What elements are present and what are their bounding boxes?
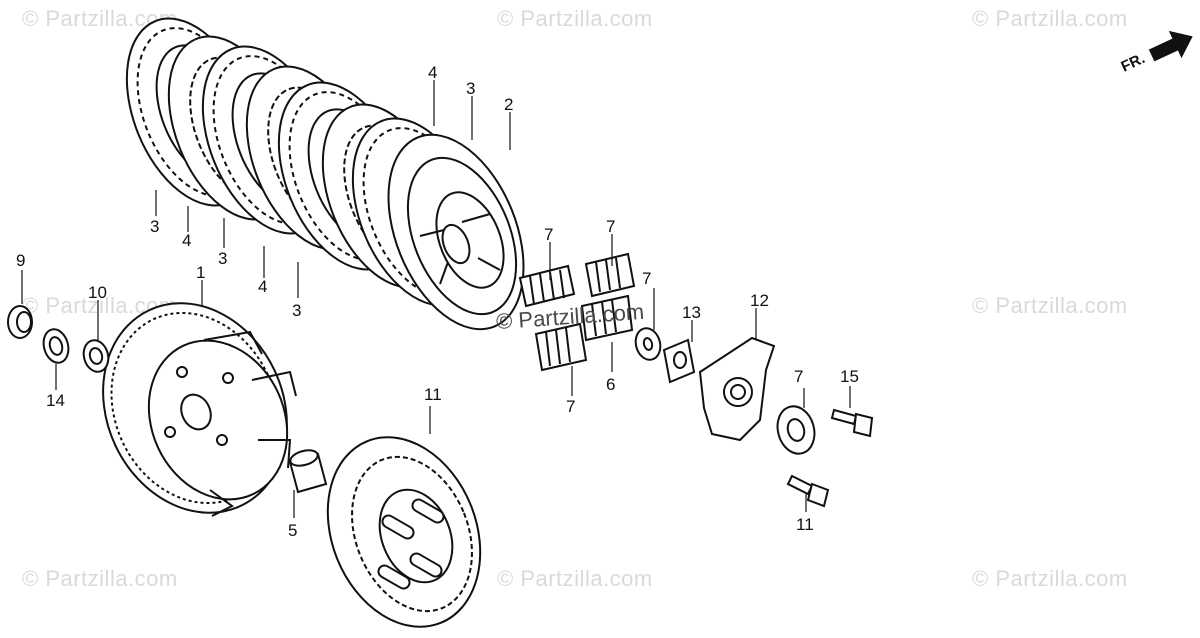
thrust-washer (82, 339, 110, 373)
pressure-plate (387, 133, 525, 331)
callout-3b: 3 (218, 249, 227, 268)
spring-4 (534, 322, 588, 372)
bearing-15 (776, 405, 816, 455)
callout-5: 11 (424, 385, 442, 404)
callout-1: 1 (196, 263, 205, 282)
leader-lines (21, 80, 851, 518)
bushing (288, 449, 328, 494)
callout-14: 14 (46, 391, 65, 410)
callout-11a: 15 (840, 367, 859, 386)
callout-6: 12 (750, 291, 769, 310)
callout-4a: 4 (182, 231, 191, 250)
callout-11b: 11 (796, 515, 814, 534)
clutch-center-disc (326, 436, 482, 628)
watermark-top-right: © Partzilla.com (972, 6, 1128, 31)
callout-15: 7 (794, 367, 803, 386)
callout-12: 13 (682, 303, 701, 322)
callout-4b: 4 (258, 277, 267, 296)
clutch-outer-housing (102, 302, 297, 517)
callout-3a: 3 (150, 217, 159, 236)
callout-2: 2 (504, 95, 513, 114)
callout-7a: 7 (544, 225, 553, 244)
front-direction-indicator: FR. (1119, 30, 1193, 76)
callout-8: 5 (288, 521, 297, 540)
bolt-11-lower (786, 474, 830, 508)
callout-7b: 7 (606, 217, 615, 236)
direction-label: FR. (1119, 50, 1148, 76)
clutch-springs (518, 252, 636, 372)
callout-4c: 4 (428, 63, 437, 82)
callout-7d: 7 (566, 397, 575, 416)
washer-13 (634, 327, 662, 361)
callout-10: 10 (88, 283, 107, 302)
collar-ring (7, 305, 33, 339)
watermark-bottom-center: © Partzilla.com (497, 566, 653, 591)
watermark-bottom-left: © Partzilla.com (22, 566, 178, 591)
spring-2 (584, 252, 636, 298)
clutch-plate-stack (125, 17, 525, 331)
lifter-piece-12 (662, 338, 696, 384)
callout-7c: 6 (606, 375, 615, 394)
spring-3 (580, 294, 634, 342)
watermark-mid-right: © Partzilla.com (972, 293, 1128, 318)
callout-3c: 3 (292, 301, 301, 320)
lock-washer (42, 328, 70, 364)
watermark-bottom-right: © Partzilla.com (972, 566, 1128, 591)
arrow-icon (1148, 30, 1193, 62)
lifter-plate-6 (698, 336, 776, 442)
callout-3d: 3 (466, 79, 475, 98)
watermark-top-center: © Partzilla.com (497, 6, 653, 31)
bolt-11-upper (830, 408, 874, 438)
callout-13: 7 (642, 269, 651, 288)
spring-1 (518, 264, 576, 308)
callout-9: 9 (16, 251, 25, 270)
callout-labels: 9 1 10 14 3 4 3 4 3 4 3 2 7 7 7 13 12 6 … (16, 63, 859, 540)
